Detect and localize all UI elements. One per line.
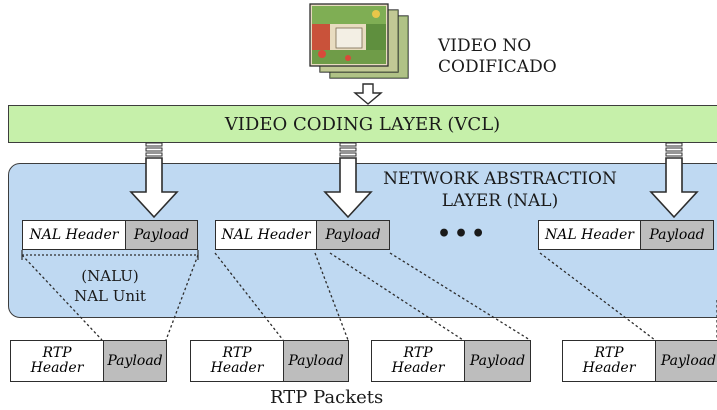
vcl-to-nal-arrow-3-icon [649, 142, 699, 219]
rtp-payload: Payload [465, 341, 530, 381]
rtp-header-line2: Header [210, 360, 264, 376]
nalu-bracket [21, 250, 199, 260]
nalu-caption-line2: NAL Unit [74, 287, 146, 305]
raw-video-label-line1: VIDEO NO [438, 36, 532, 56]
nalu-caption-line1: (NALU) [81, 267, 139, 285]
input-arrow-icon [353, 83, 383, 105]
rtp-header-line1: RTP [403, 345, 433, 361]
vcl-layer-label: VIDEO CODING LAYER (VCL) [224, 114, 501, 135]
rtp-payload: Payload [284, 341, 348, 381]
rtp-header-line1: RTP [594, 345, 624, 361]
nal-title-line1: NETWORK ABSTRACTION [383, 169, 617, 189]
more-units-ellipsis: ••• [437, 221, 489, 247]
nal-unit-1: NAL Header Payload [22, 220, 198, 250]
vcl-to-nal-arrow-1-icon [129, 142, 179, 219]
nal-unit-3: NAL Header Payload [538, 220, 714, 250]
raw-video-frames-icon [309, 3, 409, 79]
rtp-header-line2: Header [582, 360, 636, 376]
nal-unit-2: NAL Header Payload [215, 220, 390, 250]
rtp-header-line2: Header [30, 360, 84, 376]
nal-title-line2: LAYER (NAL) [441, 191, 559, 211]
rtp-header-line2: Header [391, 360, 445, 376]
nal-unit-payload: Payload [317, 221, 389, 249]
rtp-payload: Payload [656, 341, 717, 381]
nal-unit-header: NAL Header [23, 221, 126, 249]
raw-video-label: VIDEO NO CODIFICADO [438, 36, 557, 78]
rtp-payload: Payload [104, 341, 166, 381]
rtp-packets-caption: RTP Packets [270, 387, 384, 408]
nal-unit-payload: Payload [641, 221, 713, 249]
nalu-caption: (NALU) NAL Unit [55, 266, 165, 306]
rtp-header-line1: RTP [42, 345, 72, 361]
nal-layer-title: NETWORK ABSTRACTION LAYER (NAL) [360, 168, 640, 212]
raw-video-label-line2: CODIFICADO [438, 57, 557, 77]
nal-to-rtp-lines [21, 252, 717, 341]
nal-unit-header: NAL Header [216, 221, 317, 249]
vcl-to-nal-arrow-2-icon [323, 142, 373, 219]
nal-unit-payload: Payload [126, 221, 197, 249]
vcl-layer-bar [8, 105, 717, 143]
rtp-header-line1: RTP [222, 345, 252, 361]
nal-unit-header: NAL Header [539, 221, 641, 249]
